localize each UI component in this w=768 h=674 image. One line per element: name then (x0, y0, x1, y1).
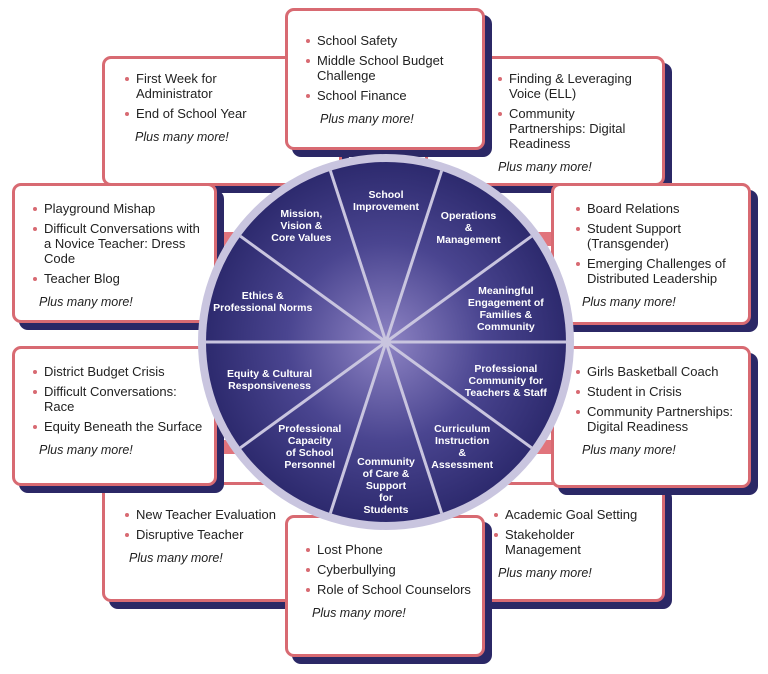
wheel-spoke (328, 341, 388, 514)
plus-many-more: Plus many more! (129, 551, 223, 565)
box-item: First Week for Administrator (125, 71, 246, 101)
box-top: School Safety Middle School Budget Chall… (285, 8, 485, 150)
wheel-spoke (385, 340, 533, 450)
box-item: Difficult Conversations: Race (33, 384, 204, 414)
box-item: District Budget Crisis (33, 364, 204, 379)
box-item: Student Support (Transgender) (576, 221, 740, 251)
plus-many-more: Plus many more! (498, 566, 592, 580)
box-item: Academic Goal Setting (494, 507, 652, 522)
box-item: End of School Year (125, 106, 325, 121)
box-item: Girls Basketball Coach (576, 364, 740, 379)
plus-many-more: Plus many more! (39, 295, 133, 309)
box-item: Equity Beneath the Surface (33, 419, 204, 434)
box-item: Playground Mishap (33, 201, 204, 216)
box-item: Stakeholder Management (494, 527, 652, 557)
box-item: Board Relations (576, 201, 740, 216)
box-item: Role of School Counselors (306, 582, 472, 597)
wheel-spoke (328, 170, 388, 343)
plus-many-more: Plus many more! (135, 130, 229, 144)
box-item: Teacher Blog (33, 271, 204, 286)
box-item: Difficult Conversations with a Novice Te… (33, 221, 204, 266)
plus-many-more: Plus many more! (320, 112, 414, 126)
box-item: Middle School Budget Challenge (306, 53, 472, 83)
plus-many-more: Plus many more! (312, 606, 406, 620)
box-item: Student in Crisis (576, 384, 740, 399)
box-item: Emerging Challenges of Distributed Leade… (576, 256, 740, 286)
box-item: Lost Phone (306, 542, 472, 557)
plus-many-more: Plus many more! (582, 443, 676, 457)
box-bottom: Lost Phone Cyberbullying Role of School … (285, 515, 485, 657)
wheel-spokes (206, 170, 566, 514)
wheel-spoke (239, 340, 387, 450)
box-item: Cyberbullying (306, 562, 472, 577)
box-mid-left-lower: District Budget Crisis Difficult Convers… (12, 346, 217, 486)
wheel-spoke (239, 234, 387, 344)
plus-many-more: Plus many more! (39, 443, 133, 457)
segment-label-mission: Mission,Vision &Core Values (271, 207, 332, 244)
box-item: School Safety (306, 33, 472, 48)
plus-many-more: Plus many more! (582, 295, 676, 309)
plus-many-more: Plus many more! (498, 160, 592, 174)
box-item: New Teacher Evaluation (125, 507, 329, 522)
segment-label-operations: Operations&Management (436, 210, 501, 247)
box-mid-left-upper: Playground Mishap Difficult Conversation… (12, 183, 217, 323)
box-item: Community Partnerships: Digital Readines… (576, 404, 740, 434)
box-item: School Finance (306, 88, 472, 103)
box-item: Community Partnerships: Digital Readines… (498, 106, 652, 151)
box-item: Finding & Leveraging Voice (ELL) (498, 71, 652, 101)
wheel-spoke (385, 234, 533, 344)
box-item: Disruptive Teacher (125, 527, 329, 542)
segment-label-ethics: Ethics &Professional Norms (213, 289, 313, 314)
wheel-spoke (384, 341, 444, 514)
wheel-spoke (384, 170, 444, 343)
box-mid-right-upper: Board Relations Student Support (Transge… (551, 183, 751, 325)
